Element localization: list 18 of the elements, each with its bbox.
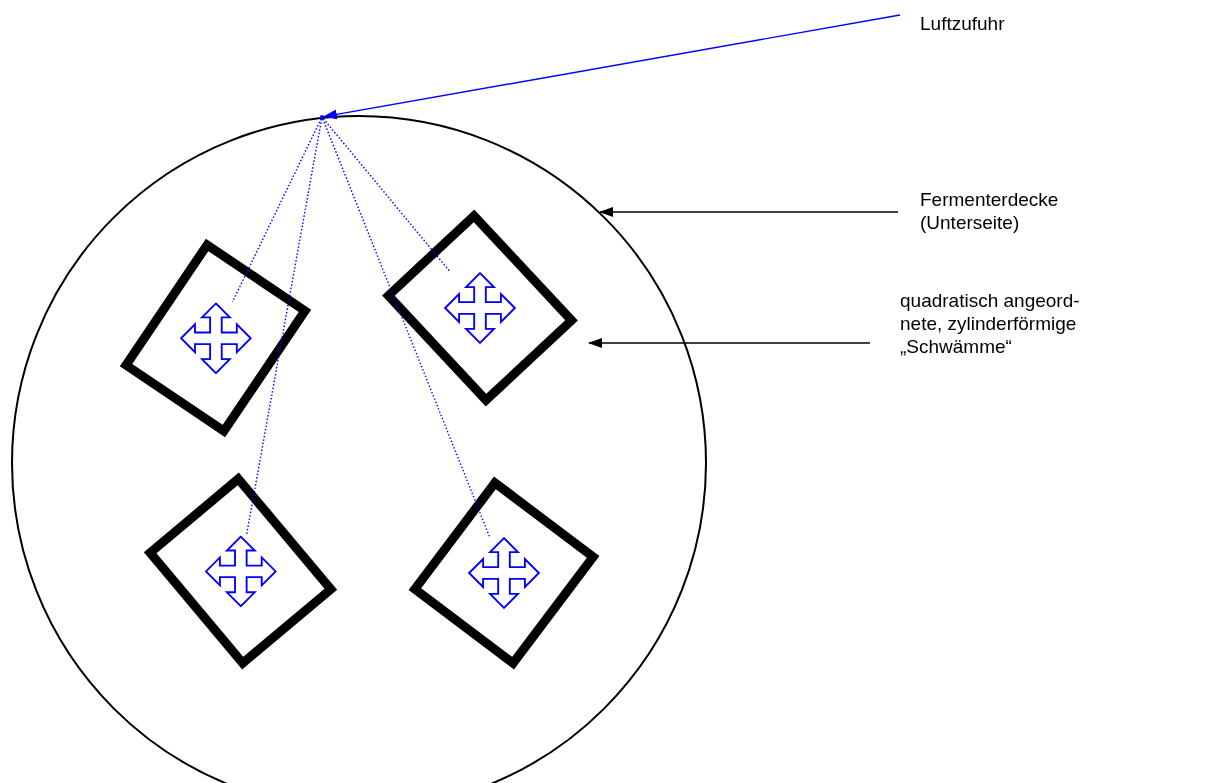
- arrow: [323, 14, 901, 120]
- sponge-frame: [119, 238, 311, 438]
- arrow: [588, 338, 871, 348]
- four-way-arrow-icon: [179, 302, 251, 374]
- four-way-arrow-icon: [204, 535, 276, 607]
- sponge-frame: [143, 472, 337, 670]
- four-way-arrow-icon: [444, 272, 516, 344]
- four-way-arrow-icon: [468, 537, 540, 609]
- dotted-line: [322, 118, 491, 538]
- callout-text: Fermenterdecke (Unterseite): [920, 188, 1060, 234]
- callout-text: quadratisch angeord- nete, zylinderförmige „Schwämme“: [900, 289, 1081, 358]
- dotted-line: [231, 118, 322, 303]
- dotted-line: [322, 117, 451, 273]
- arrow: [599, 207, 899, 217]
- dotted-line: [245, 118, 323, 536]
- sponge-frame: [408, 476, 600, 670]
- callout-text: Luftzufuhr: [920, 12, 1005, 35]
- sponge-frame: [382, 209, 578, 407]
